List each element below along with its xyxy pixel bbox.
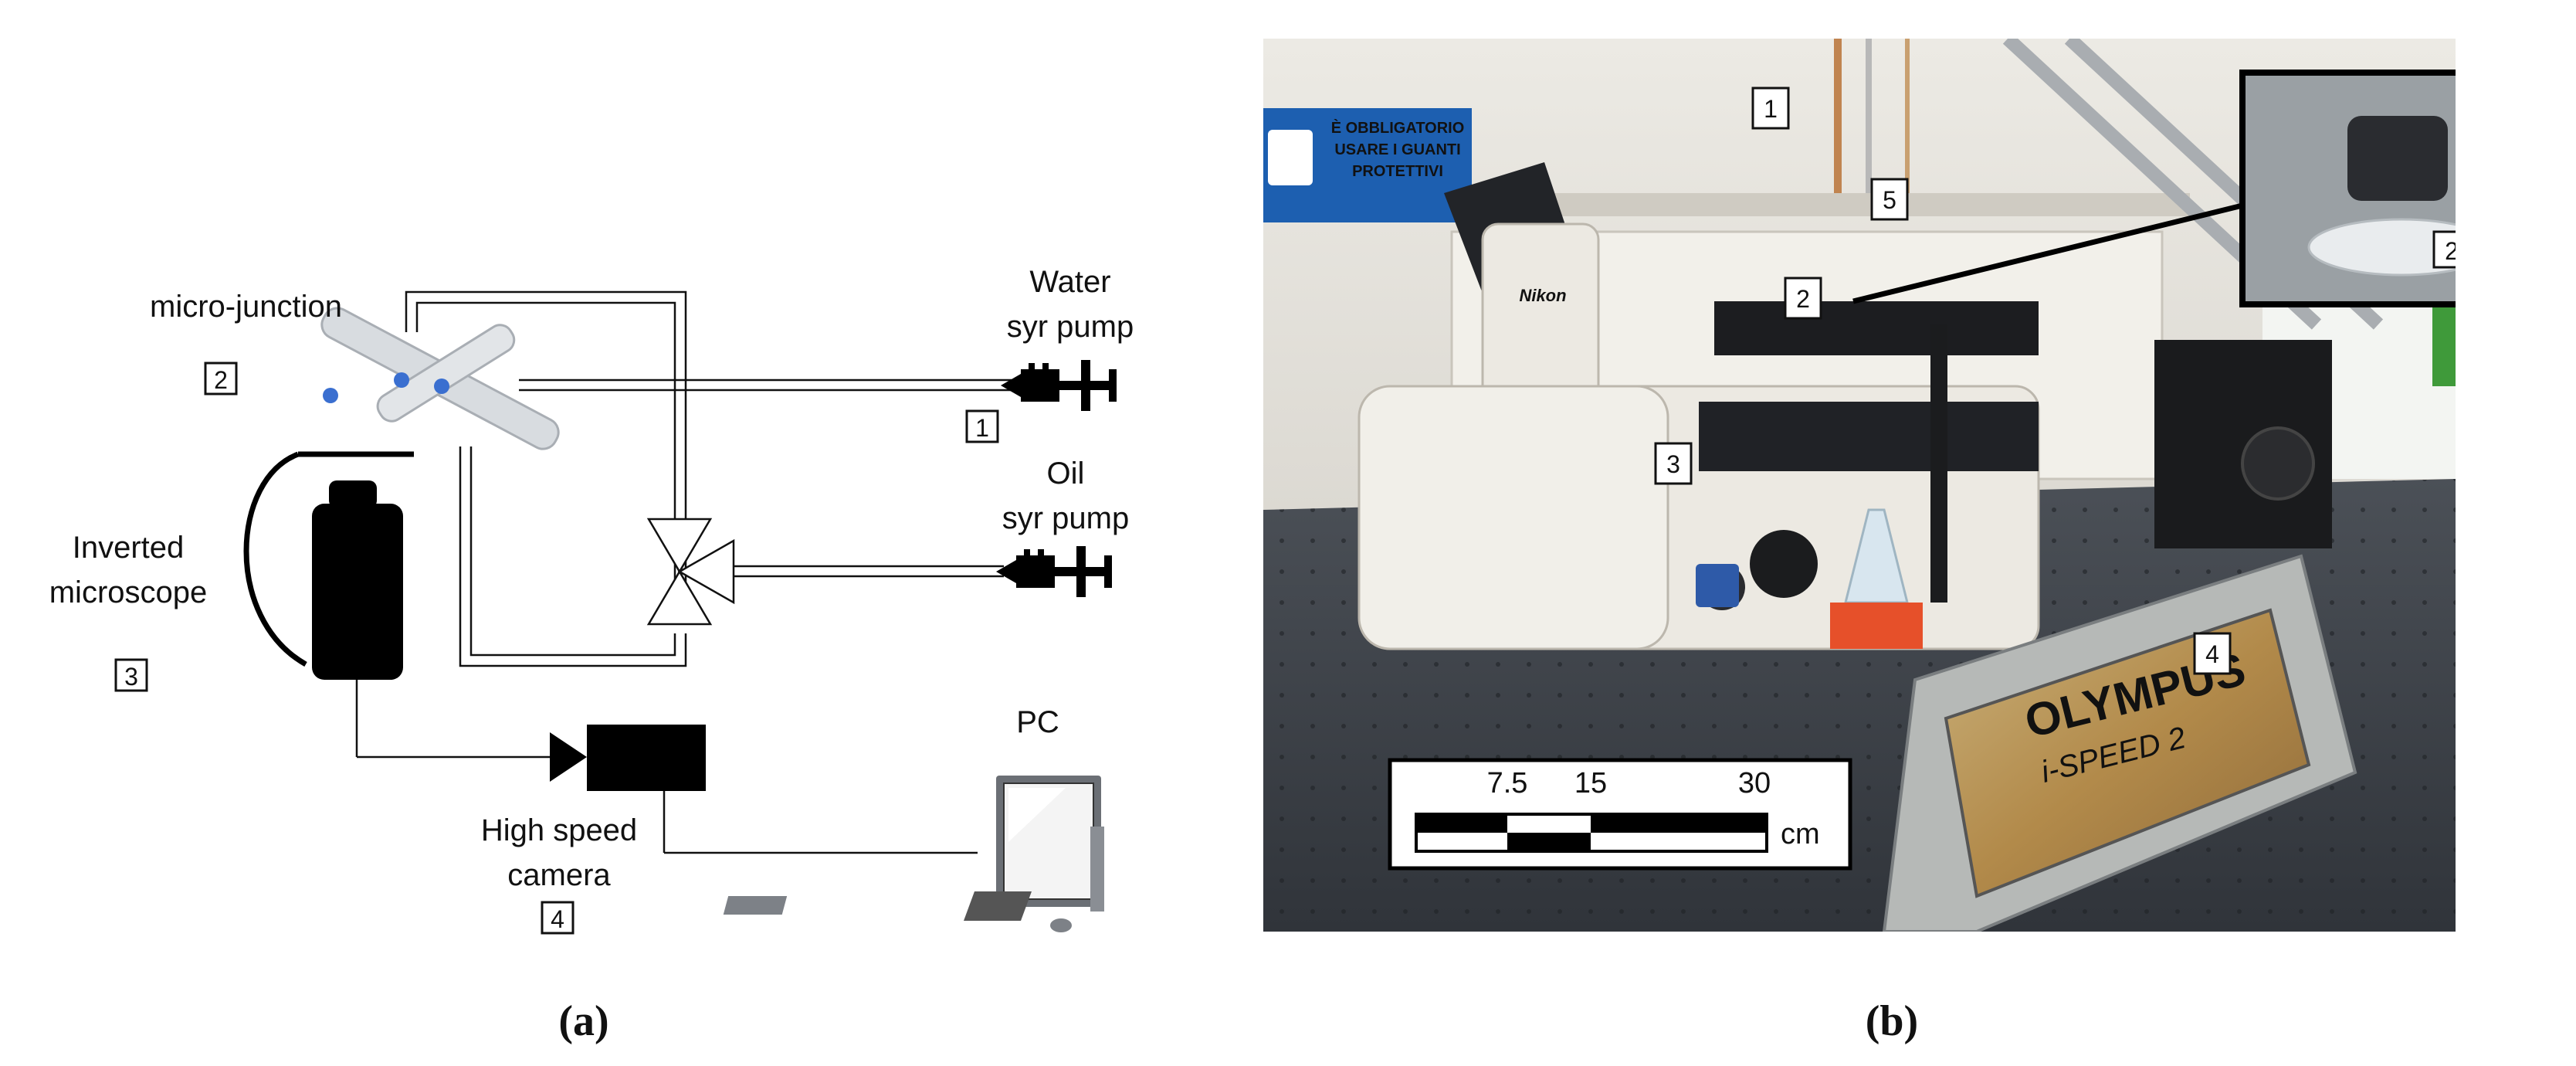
inset-number: 2: [2445, 237, 2459, 265]
water-pump-label-line2: syr pump: [1007, 310, 1134, 344]
scale-tick-30: 30: [1738, 767, 1771, 800]
callout-1: 1: [1764, 95, 1778, 123]
callout-box-3: [1654, 442, 1693, 485]
callout-3: 3: [1666, 450, 1680, 478]
high-speed-camera-icon: [550, 725, 978, 854]
scale-unit: cm: [1781, 818, 1820, 850]
three-way-valve: [646, 518, 735, 626]
droplet-icon: [323, 388, 338, 403]
sign-line3: PROTETTIVI: [1352, 163, 1443, 180]
callout-box-4: [2193, 632, 2232, 675]
panel-a-caption: (a): [558, 997, 608, 1045]
safety-sign: È OBBLIGATORIO USARE I GUANTI PROTETTIVI: [1263, 108, 1472, 222]
scale-bar: 7.5 15 30 cm: [1388, 758, 1852, 871]
micro-junction-number: 2: [214, 366, 228, 394]
water-pump-number-box: [965, 409, 999, 443]
panel-b-photo: È OBBLIGATORIO USARE I GUANTI PROTETTIVI…: [1263, 39, 2459, 932]
callout-2: 2: [1796, 285, 1810, 313]
microscope-brand: Nikon: [1519, 286, 1566, 305]
scale-tick-7-5: 7.5: [1487, 767, 1528, 800]
droplet-icon: [394, 372, 409, 388]
droplet-icon: [434, 379, 449, 394]
micro-junction-label: micro-junction: [150, 290, 342, 324]
oil-pump-label-line2: syr pump: [1002, 501, 1130, 535]
inset-number-box: [2432, 230, 2456, 269]
callout-box-5: [1870, 178, 1909, 221]
panel-b-caption: (b): [1866, 997, 1918, 1045]
inverted-microscope-icon: [243, 451, 559, 759]
microscope-photo: Nikon: [1357, 162, 2040, 650]
pc-monitor-icon: [723, 776, 1104, 932]
micro-junction: [320, 307, 560, 450]
microscope-number-box: [114, 658, 148, 692]
sign-line1: È OBBLIGATORIO: [1331, 119, 1465, 137]
panel-a-schematic: Water syr pump 1 Oil syr pump micro-junc…: [49, 265, 1134, 1045]
tubing: [405, 290, 1012, 667]
pc-label: PC: [1016, 705, 1059, 739]
water-syringe-pump-icon: [1001, 360, 1117, 411]
inset-zoom: 2: [1852, 70, 2459, 307]
scale-tick-15: 15: [1574, 767, 1607, 800]
water-pump-number: 1: [975, 414, 989, 442]
oil-syringe-pump-icon: [996, 546, 1112, 597]
camera-label-line1: High speed: [481, 813, 637, 847]
oil-pump-label-line1: Oil: [1047, 457, 1085, 491]
micro-junction-number-box: [204, 362, 238, 396]
microscope-number: 3: [124, 663, 138, 691]
camera-number: 4: [551, 905, 564, 933]
callout-4: 4: [2205, 640, 2219, 668]
camera-label-line2: camera: [507, 858, 611, 892]
power-supply-knob: [2241, 426, 2315, 501]
callout-box-2: [1784, 277, 1822, 320]
olympus-camera-unit: OLYMPUS i-SPEED 2: [1882, 554, 2357, 932]
microscope-label-line1: Inverted: [73, 531, 185, 565]
callout-box-1: [1751, 87, 1790, 130]
camera-number-box: [541, 901, 575, 935]
water-pump-label-line1: Water: [1029, 265, 1110, 299]
microscope-label-line2: microscope: [49, 575, 208, 609]
sign-line2: USARE I GUANTI: [1334, 141, 1460, 158]
callout-5: 5: [1883, 186, 1896, 214]
